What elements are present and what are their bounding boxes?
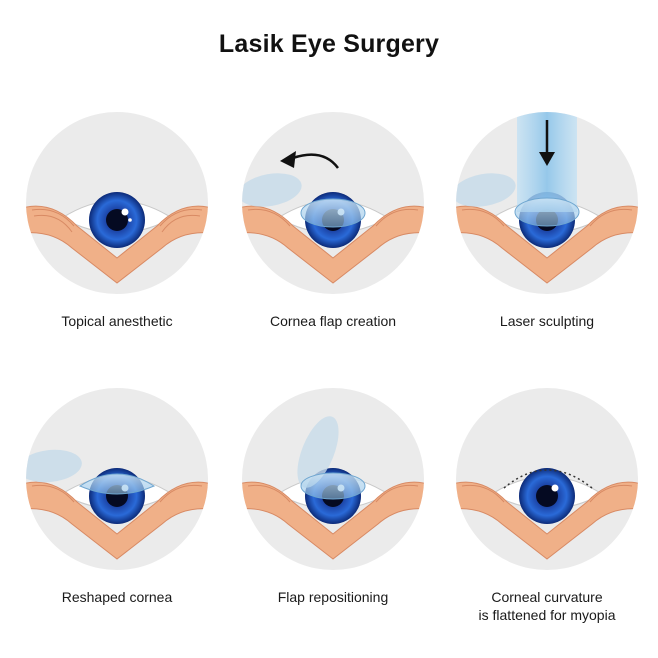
arrow-curved-icon bbox=[292, 153, 339, 169]
eye-icon bbox=[26, 112, 208, 294]
eye-icon bbox=[456, 388, 638, 570]
eye-icon bbox=[26, 388, 208, 570]
dotted-curve-icon bbox=[503, 469, 593, 489]
corneal-flap-icon bbox=[297, 416, 339, 488]
eye-icon bbox=[456, 112, 638, 294]
step-reshaped-cornea: Reshaped cornea bbox=[22, 384, 212, 634]
step-laser-sculpting: Laser sculpting bbox=[452, 108, 642, 358]
page-title: Lasik Eye Surgery bbox=[218, 30, 440, 58]
step-corneal-curvature: Corneal curvature is flattened for myopi… bbox=[452, 384, 642, 634]
step-label: Flap repositioning bbox=[277, 589, 389, 605]
step-label: Reshaped cornea bbox=[61, 589, 173, 605]
step-label-multiline: Corneal curvature is flattened for myopi… bbox=[432, 588, 658, 624]
step-label: Cornea flap creation bbox=[269, 313, 397, 329]
step-topical-anesthetic: Topical anesthetic bbox=[22, 108, 212, 358]
step-cornea-flap-creation: Cornea flap creation bbox=[238, 108, 428, 358]
step-label-line: Corneal curvature bbox=[491, 589, 603, 605]
corneal-flap-icon bbox=[242, 173, 302, 207]
eye-icon bbox=[242, 112, 424, 294]
step-label: Laser sculpting bbox=[499, 313, 595, 329]
step-flap-repositioning: Flap repositioning bbox=[238, 384, 428, 634]
step-label-line: is flattened for myopia bbox=[478, 607, 616, 623]
step-label: Topical anesthetic bbox=[61, 313, 173, 329]
eye-icon bbox=[242, 388, 424, 570]
